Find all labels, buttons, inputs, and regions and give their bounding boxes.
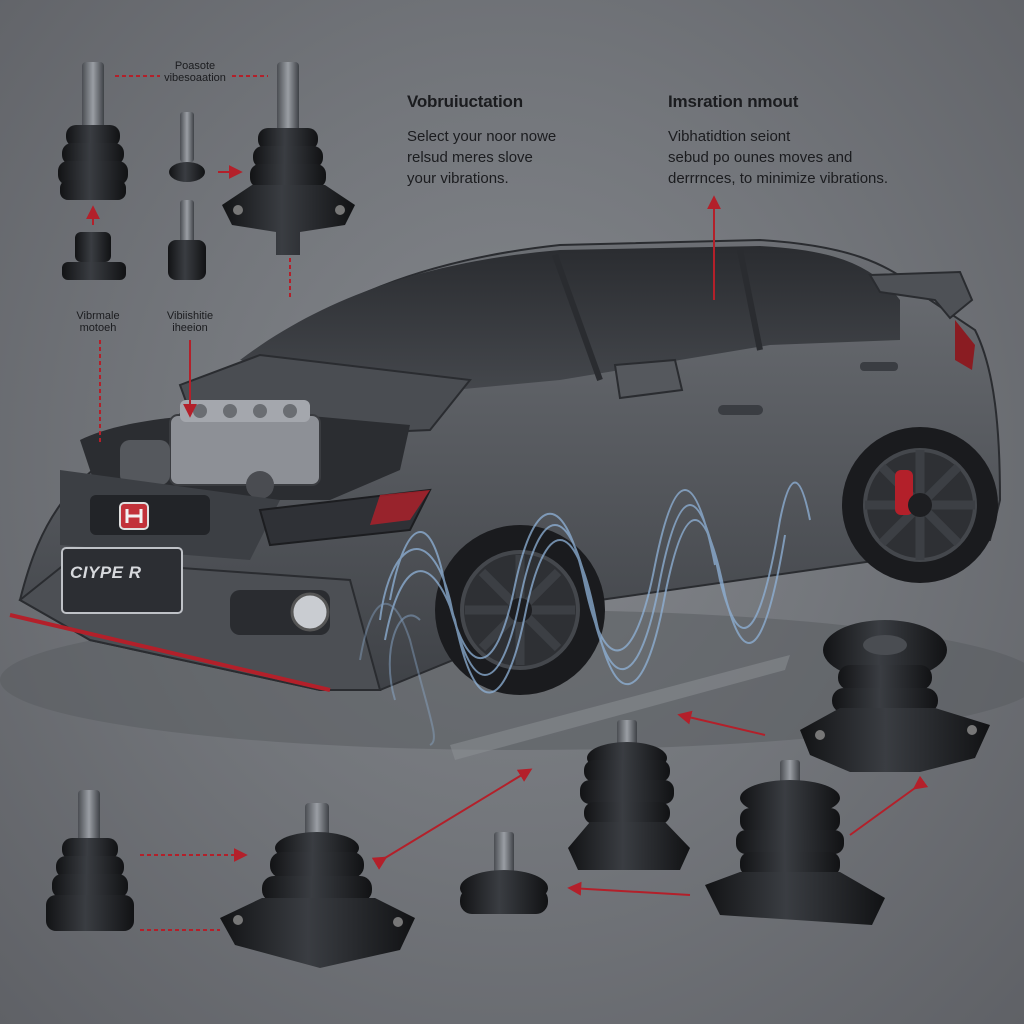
license-plate (61, 547, 183, 614)
callout-line: Vibhatidtion seiont (668, 128, 791, 145)
label-left-small-1: Vibrmale motoeh (50, 310, 146, 334)
mount-puck-bottom (460, 832, 548, 914)
vibration-waves (359, 481, 811, 746)
label-top-small: Poasote vibesoaation (150, 60, 240, 84)
callout-right: Imsration nmout Vibhatidtion seiont sebu… (668, 92, 988, 189)
mount-large-bottomright (800, 620, 990, 772)
label-line: Poasote (174, 60, 216, 72)
label-line: Vibrmale (76, 310, 120, 322)
arrow-double (371, 768, 533, 870)
fog-light (290, 592, 330, 632)
label-line: vibesoaation (164, 72, 226, 84)
callout-right-body: Vibhatidtion seiont sebud po ounes moves… (668, 126, 988, 189)
front-grille (90, 495, 210, 535)
arrow-mount-to-car (677, 710, 766, 736)
mount-small-bolt-2 (168, 200, 206, 280)
callout-line: Select your noor nowe (407, 128, 557, 145)
car-model-badge: CIYPE R (70, 563, 142, 582)
car-windows (240, 246, 900, 395)
callout-left: Vobruiuctation Select your noor nowe rel… (407, 92, 647, 189)
mount-stack-bottomcenter (568, 720, 690, 870)
engine-block (120, 400, 321, 499)
rear-wheel (842, 427, 998, 583)
callout-line: relsud meres slove (407, 149, 533, 166)
mount-small-bolt-1 (169, 112, 205, 182)
red-trim (9, 613, 331, 692)
label-left-small-2: Vibiishitie iheeion (140, 310, 240, 334)
callout-right-heading: Imsration nmout (668, 92, 799, 111)
label-line: Vibiishitie (166, 310, 214, 322)
car-illustration (9, 238, 1002, 695)
callout-left-body: Select your noor nowe relsud meres slove… (407, 126, 647, 189)
floor-strip (450, 655, 790, 760)
mount-tall-bottomright (705, 760, 885, 925)
side-mirror (613, 358, 684, 400)
mount-tall-bushing-topleft (58, 62, 128, 200)
label-line: motoeh (79, 322, 117, 334)
arrow-right-mount (849, 775, 929, 836)
callout-line: sebud po ounes moves and (668, 149, 853, 166)
arrow-bottom-left (567, 881, 691, 896)
callout-left-heading: Vobruiuctation (407, 92, 523, 111)
brand-emblem (119, 502, 149, 530)
tail-light (955, 320, 975, 370)
callout-line: derrrnces, to minimize vibrations. (668, 170, 889, 187)
label-line: iheeion (172, 322, 208, 334)
mount-small-base-left (62, 232, 126, 280)
mount-flanged-bottomcenter (220, 803, 415, 968)
mount-tall-bottomleft (46, 790, 134, 931)
rear-spoiler (868, 270, 974, 320)
callout-line: your vibrations. (407, 170, 509, 187)
mount-flanged-topcenter (222, 62, 355, 255)
arrows (86, 75, 929, 931)
front-wheel (435, 525, 605, 695)
